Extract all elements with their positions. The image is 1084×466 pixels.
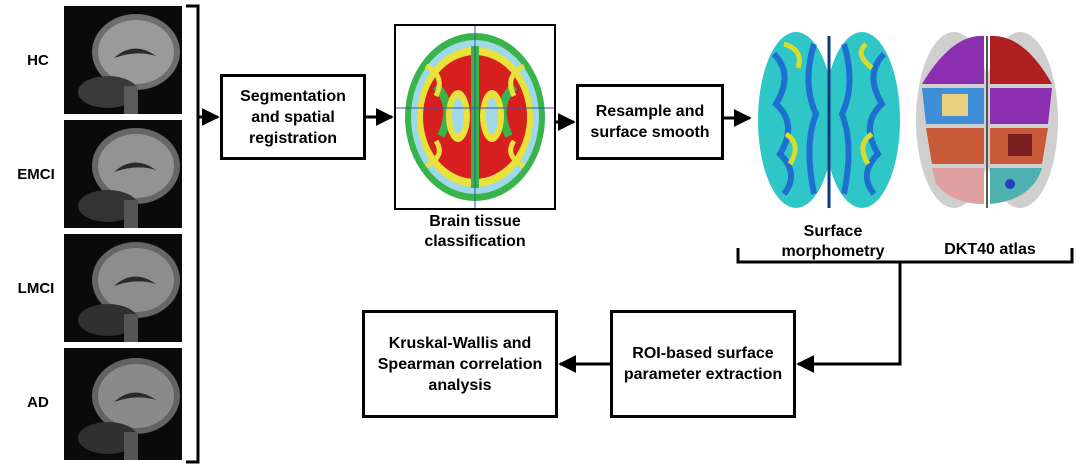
group-label-ad: AD bbox=[27, 394, 49, 411]
kruskal-wallis-box: Kruskal-Wallis and Spearman correlation … bbox=[362, 310, 558, 418]
mri-image-hc bbox=[64, 6, 182, 114]
brain-tissue-caption: Brain tissue classification bbox=[424, 213, 526, 250]
mri-image-emci bbox=[64, 120, 182, 228]
surface-morphometry-image bbox=[754, 24, 904, 216]
mri-image-lmci bbox=[64, 234, 182, 342]
group-label-hc: HC bbox=[27, 52, 49, 69]
group-label-lmci: LMCI bbox=[17, 280, 55, 297]
brain-tissue-image bbox=[394, 24, 556, 210]
roi-extraction-label: ROI-based surface parameter extraction bbox=[623, 345, 783, 383]
dkt40-atlas-image bbox=[912, 24, 1062, 216]
segmentation-box: Segmentation and spatial registration bbox=[220, 74, 366, 160]
resample-label: Resample and surface smooth bbox=[590, 103, 710, 141]
arrow-to-roi bbox=[796, 262, 902, 373]
mri-bracket bbox=[186, 4, 200, 464]
kruskal-wallis-label: Kruskal-Wallis and Spearman correlation … bbox=[377, 334, 543, 394]
roi-extraction-box: ROI-based surface parameter extraction bbox=[610, 310, 796, 418]
resample-box: Resample and surface smooth bbox=[576, 84, 724, 160]
group-label-emci: EMCI bbox=[17, 166, 55, 183]
mri-image-ad bbox=[64, 348, 182, 460]
surface-morphometry-caption: Surface morphometry bbox=[781, 223, 885, 260]
segmentation-label: Segmentation and spatial registration bbox=[240, 87, 346, 147]
dkt40-atlas-caption: DKT40 atlas bbox=[944, 241, 1036, 258]
